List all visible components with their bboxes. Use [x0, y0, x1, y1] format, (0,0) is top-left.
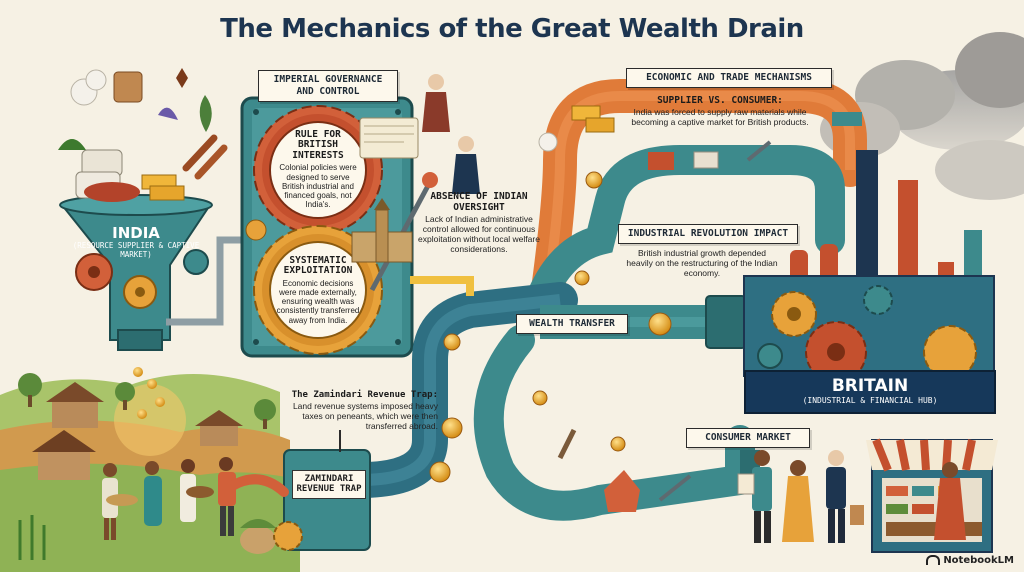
consumer-figures: [737, 450, 966, 543]
zamindari-note: The Zamindari Revenue Trap: Land revenue…: [290, 390, 438, 431]
britain-factory: [743, 150, 995, 383]
exploit-text: Economic decisions were made externally,…: [276, 278, 360, 325]
india-name: INDIA: [112, 224, 160, 242]
lever-and-officials: [351, 74, 480, 292]
page-title: The Mechanics of the Great Wealth Drain: [220, 14, 804, 44]
countryside: [0, 373, 300, 572]
wealth-transfer-label: WEALTH TRANSFER: [516, 314, 628, 334]
consumer-market-label: CONSUMER MARKET: [686, 428, 810, 448]
rule-gear-text: RULE FOR BRITISH INTERESTS Colonial poli…: [276, 129, 360, 210]
exploitation-gear-text: SYSTEMATIC EXPLOITATION Economic decisio…: [274, 255, 362, 325]
falling-coins: [133, 367, 165, 419]
industrial-label: INDUSTRIAL REVOLUTION IMPACT: [618, 224, 798, 244]
notebooklm-icon: [926, 555, 941, 565]
britain-subtitle: (INDUSTRIAL & FINANCIAL HUB): [802, 396, 938, 405]
pipe-coins: [429, 171, 672, 483]
britain-name: BRITAIN: [831, 376, 909, 396]
industrial-text: British industrial growth depended heavi…: [626, 248, 778, 279]
oversight-text: Lack of Indian administrative control al…: [418, 213, 540, 255]
supplier-title: SUPPLIER VS. CONSUMER:: [657, 95, 783, 106]
india-funnel: [59, 194, 213, 351]
supplier-note: SUPPLIER VS. CONSUMER: India was forced …: [616, 95, 824, 128]
britain-label: BRITAIN (INDUSTRIAL & FINANCIAL HUB): [744, 370, 996, 414]
brand-name: NotebookLM: [943, 555, 1014, 566]
governance-panel: [240, 96, 414, 358]
india-label: INDIA (RESOURCE SUPPLIER & CAPTIVE MARKE…: [72, 224, 200, 259]
zamindari-text: Land revenue systems imposed heavy taxes…: [292, 400, 438, 432]
zamindari-title: The Zamindari Revenue Trap:: [291, 390, 438, 400]
supplier-text: India was forced to supply raw materials…: [631, 106, 809, 128]
exploit-title: SYSTEMATIC EXPLOITATION: [283, 255, 353, 277]
rule-title: RULE FOR BRITISH INTERESTS: [292, 129, 344, 161]
zamindari-machine-label: ZAMINDARI REVENUE TRAP: [292, 470, 366, 499]
oversight-title: ABSENCE OF INDIAN OVERSIGHT: [430, 191, 528, 213]
india-subtitle: (RESOURCE SUPPLIER & CAPTIVE MARKET): [72, 241, 200, 259]
raw-goods: [58, 68, 228, 202]
pipe-goods: [538, 105, 862, 512]
brand-logo: NotebookLM: [926, 555, 1014, 566]
oversight-note: ABSENCE OF INDIAN OVERSIGHT Lack of Indi…: [418, 191, 540, 255]
smoke-clouds: [820, 32, 1024, 200]
market-stall: [866, 438, 998, 553]
rule-text: Colonial policies were designed to serve…: [279, 163, 357, 210]
peasant-figures: [102, 457, 236, 540]
trade-label: ECONOMIC AND TRADE MECHANISMS: [626, 68, 832, 88]
governance-label: IMPERIAL GOVERNANCE AND CONTROL: [258, 70, 398, 102]
